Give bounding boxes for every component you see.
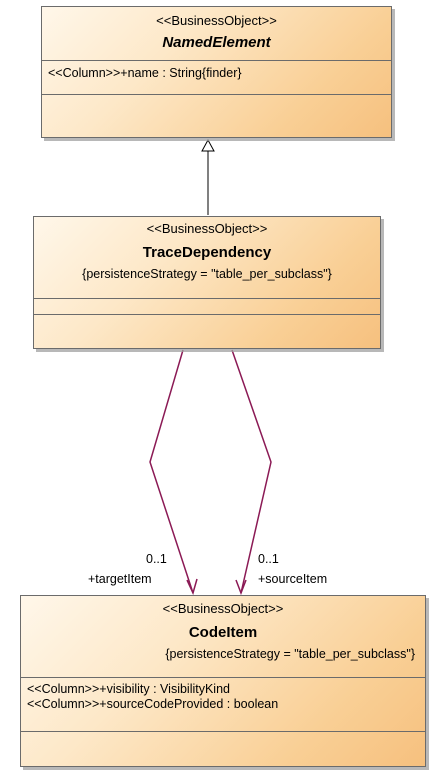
attribute-compartment (34, 299, 380, 315)
class-code-item[interactable]: <<BusinessObject>> CodeItem {persistence… (20, 595, 426, 767)
class-trace-dependency[interactable]: <<BusinessObject>> TraceDependency {pers… (33, 216, 381, 349)
class-name: NamedElement (162, 34, 271, 51)
attribute-compartment: <<Column>>+visibility : VisibilityKind <… (21, 678, 425, 732)
attribute-row: <<Column>>+sourceCodeProvided : boolean (27, 697, 279, 711)
association-source-arrowhead (235, 579, 247, 596)
target-multiplicity: 0..1 (146, 552, 167, 566)
attribute-compartment: <<Column>>+name : String{finder} (42, 61, 391, 95)
attribute-row: <<Column>>+visibility : VisibilityKind (27, 682, 230, 696)
target-role: +targetItem (88, 572, 152, 586)
generalization-arrowhead (201, 138, 215, 152)
class-property: {persistenceStrategy = "table_per_subcla… (165, 647, 415, 661)
association-target-arrowhead (186, 578, 198, 596)
operation-compartment (34, 315, 380, 348)
source-multiplicity: 0..1 (258, 552, 279, 566)
class-stereotype: <<BusinessObject>> (162, 601, 284, 616)
class-name: TraceDependency (142, 244, 272, 261)
association-source-line[interactable] (231, 349, 272, 594)
source-role: +sourceItem (258, 572, 328, 586)
class-named-element[interactable]: <<BusinessObject>> NamedElement <<Column… (41, 6, 392, 138)
operation-compartment (21, 732, 425, 766)
class-stereotype: <<BusinessObject>> (146, 221, 268, 236)
association-target-line[interactable] (149, 349, 194, 594)
class-name: CodeItem (188, 624, 258, 641)
attribute-row: <<Column>>+name : String{finder} (48, 66, 242, 80)
class-property: {persistenceStrategy = "table_per_subcla… (82, 267, 332, 281)
class-stereotype: <<BusinessObject>> (156, 13, 277, 28)
operation-compartment (42, 95, 391, 137)
